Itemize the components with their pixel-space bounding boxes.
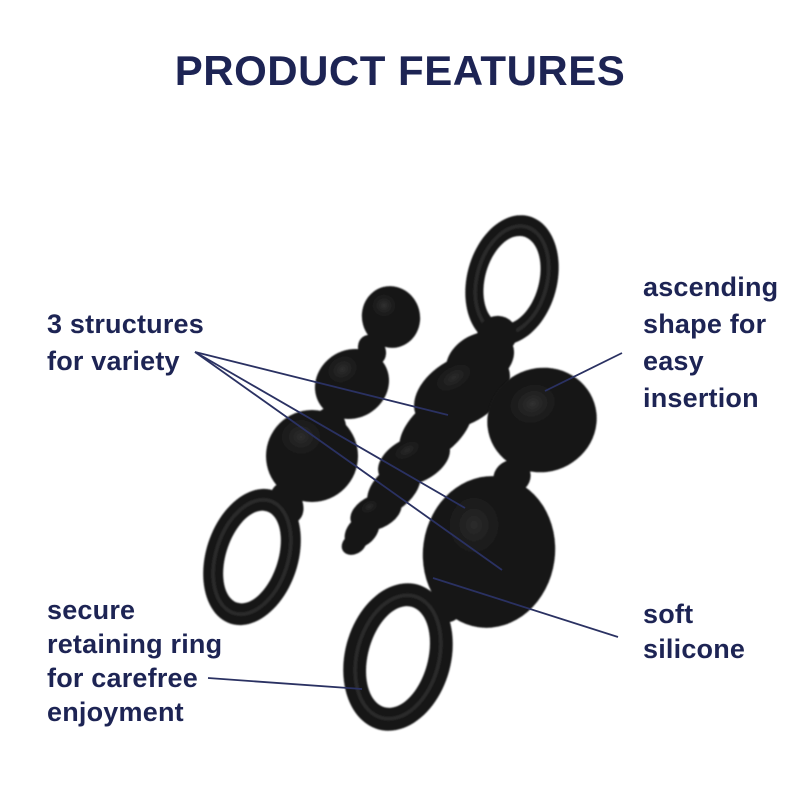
label-line: retaining ring [47, 629, 223, 659]
label-line: silicone [643, 634, 746, 664]
label-line: soft [643, 599, 694, 629]
label-line: ascending [643, 272, 779, 302]
callout-line-structures-1 [194, 351, 449, 416]
bulb-plug-illustration [343, 367, 597, 731]
twisted-plug-illustration [341, 215, 559, 555]
callout-line-retaining [207, 677, 363, 690]
callout-line-ascending [544, 352, 623, 392]
callout-lines [194, 351, 623, 690]
label-soft-silicone: soft silicone [643, 597, 745, 667]
label-line: enjoyment [47, 697, 184, 727]
page-title: PRODUCT FEATURES [174, 47, 626, 94]
label-line: insertion [643, 383, 759, 413]
label-3-structures: 3 structures for variety [47, 306, 204, 380]
beaded-plug-illustration [203, 286, 421, 626]
callout-line-silicone [432, 577, 619, 638]
label-line: easy [643, 346, 704, 376]
label-line: for variety [47, 346, 180, 376]
label-secure-retaining-ring: secure retaining ring for carefree enjoy… [47, 593, 222, 729]
callout-line-structures-3 [194, 351, 503, 571]
label-line: secure [47, 595, 136, 625]
label-line: for carefree [47, 663, 198, 693]
label-ascending-shape: ascending shape for easy insertion [643, 269, 778, 417]
label-line: shape for [643, 309, 767, 339]
callout-line-structures-2 [194, 351, 466, 509]
label-line: 3 structures [47, 309, 204, 339]
